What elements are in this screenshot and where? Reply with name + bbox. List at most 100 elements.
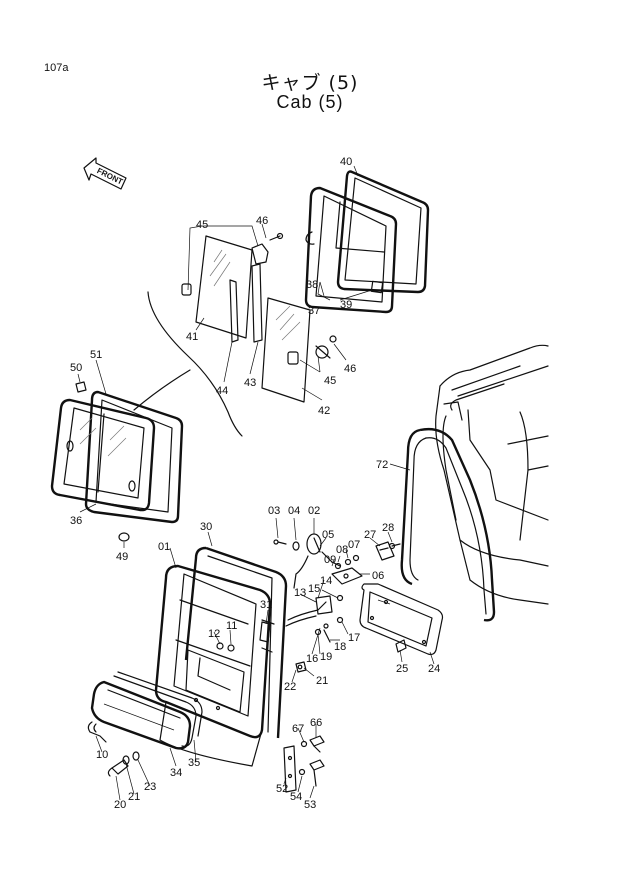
callout-28: 28 <box>382 522 394 534</box>
part-window-frame-37 <box>304 186 398 314</box>
page-code: 107a <box>44 62 69 74</box>
callout-35: 35 <box>188 757 200 769</box>
callout-24: 24 <box>428 663 440 675</box>
callout-05: 05 <box>322 529 334 541</box>
callout-14: 14 <box>320 575 332 587</box>
part-cap-49 <box>118 532 130 542</box>
callout-40: 40 <box>340 156 352 168</box>
callout-13: 13 <box>294 587 306 599</box>
part-hinge-52 <box>283 745 297 793</box>
callout-45: 45 <box>196 219 208 231</box>
callout-17: 17 <box>348 632 360 644</box>
part-armrest-34 <box>90 680 192 750</box>
callout-53: 53 <box>304 799 316 811</box>
callout-03: 03 <box>268 505 280 517</box>
part-nut-25 <box>395 639 407 653</box>
part-bolt-53 <box>309 759 325 787</box>
part-parts-11-12 <box>216 642 235 652</box>
callout-67: 67 <box>292 723 304 735</box>
callout-21-lower: 21 <box>128 791 140 803</box>
part-rail-44 <box>229 279 239 343</box>
callout-50: 50 <box>70 362 82 374</box>
part-glass-42 <box>261 297 311 403</box>
title-english: Cab (5) <box>276 92 344 112</box>
callout-44: 44 <box>216 385 228 397</box>
part-door-01 <box>154 564 275 767</box>
callout-20: 20 <box>114 799 126 811</box>
title-japanese: キャブ (5) <box>261 72 359 94</box>
callout-34: 34 <box>170 767 182 779</box>
callout-18: 18 <box>334 641 346 653</box>
part-window-seal-40 <box>336 170 430 294</box>
callout-30: 30 <box>200 521 212 533</box>
part-lock-02 <box>293 533 322 589</box>
part-bracket-46 <box>251 232 284 265</box>
callout-43: 43 <box>244 377 256 389</box>
part-bracket-10 <box>87 721 107 743</box>
callout-04: 04 <box>288 505 300 517</box>
part-latch-46 <box>315 335 337 359</box>
part-spring-05 <box>321 551 341 567</box>
callout-21: 21 <box>316 675 328 687</box>
callout-66: 66 <box>310 717 322 729</box>
callout-07: 07 <box>348 539 360 551</box>
part-nut-21-22 <box>295 661 307 673</box>
callout-12: 12 <box>208 628 220 640</box>
callout-02: 02 <box>308 505 320 517</box>
part-washer-67 <box>300 740 308 748</box>
part-nut-17 <box>336 616 344 624</box>
callout-15: 15 <box>308 583 320 595</box>
part-bolt-28 <box>388 542 401 550</box>
callout-37: 37 <box>308 305 320 317</box>
part-hinge-31 <box>259 621 271 643</box>
part-washer-04 <box>292 541 300 551</box>
callout-19: 19 <box>320 651 332 663</box>
part-door-seal-72 <box>400 427 496 622</box>
part-door-panel-24 <box>359 583 444 656</box>
callout-08: 08 <box>336 544 348 556</box>
callout-45-lower: 45 <box>324 375 336 387</box>
callout-36: 36 <box>70 515 82 527</box>
callout-46: 46 <box>256 215 268 227</box>
part-bolt-66 <box>309 735 325 753</box>
callout-22: 22 <box>284 681 296 693</box>
part-bracket-14 <box>315 595 333 615</box>
callout-51: 51 <box>90 349 102 361</box>
callout-06: 06 <box>372 570 384 582</box>
part-door-seal-30 <box>184 546 288 739</box>
part-lever-06 <box>331 567 363 585</box>
cab-body <box>435 344 549 605</box>
callout-labels: 40 45 46 38 37 39 41 44 43 46 45 42 51 5… <box>70 156 440 811</box>
callout-01: 01 <box>158 541 170 553</box>
callout-31: 31 <box>260 599 272 611</box>
callout-42: 42 <box>318 405 330 417</box>
part-pin-16-18-19 <box>314 623 331 643</box>
part-screw-03 <box>273 539 287 545</box>
front-arrow: FRONT <box>83 157 127 190</box>
callout-39: 39 <box>340 299 352 311</box>
callout-27: 27 <box>364 529 376 541</box>
callout-09: 09 <box>324 554 336 566</box>
callout-16: 16 <box>306 653 318 665</box>
part-bracket-20 <box>107 759 129 777</box>
part-side-window-36 <box>50 398 156 512</box>
callout-10: 10 <box>96 749 108 761</box>
leader-lines <box>77 165 435 801</box>
callout-52: 52 <box>276 783 288 795</box>
callout-38: 38 <box>306 279 318 291</box>
part-glass-41 <box>181 235 253 339</box>
callout-54: 54 <box>290 791 302 803</box>
part-striker-27 <box>375 541 395 561</box>
callout-23: 23 <box>144 781 156 793</box>
part-washer-54 <box>298 768 306 776</box>
callout-25: 25 <box>396 663 408 675</box>
callout-72: 72 <box>376 459 388 471</box>
part-rail-43 <box>251 263 263 343</box>
part-washers-07-08-09 <box>334 554 360 570</box>
part-bolt-15 <box>336 594 344 602</box>
part-clip-50 <box>75 381 87 393</box>
part-armrest-35 <box>113 671 203 747</box>
callout-49: 49 <box>116 551 128 563</box>
callout-41: 41 <box>186 331 198 343</box>
